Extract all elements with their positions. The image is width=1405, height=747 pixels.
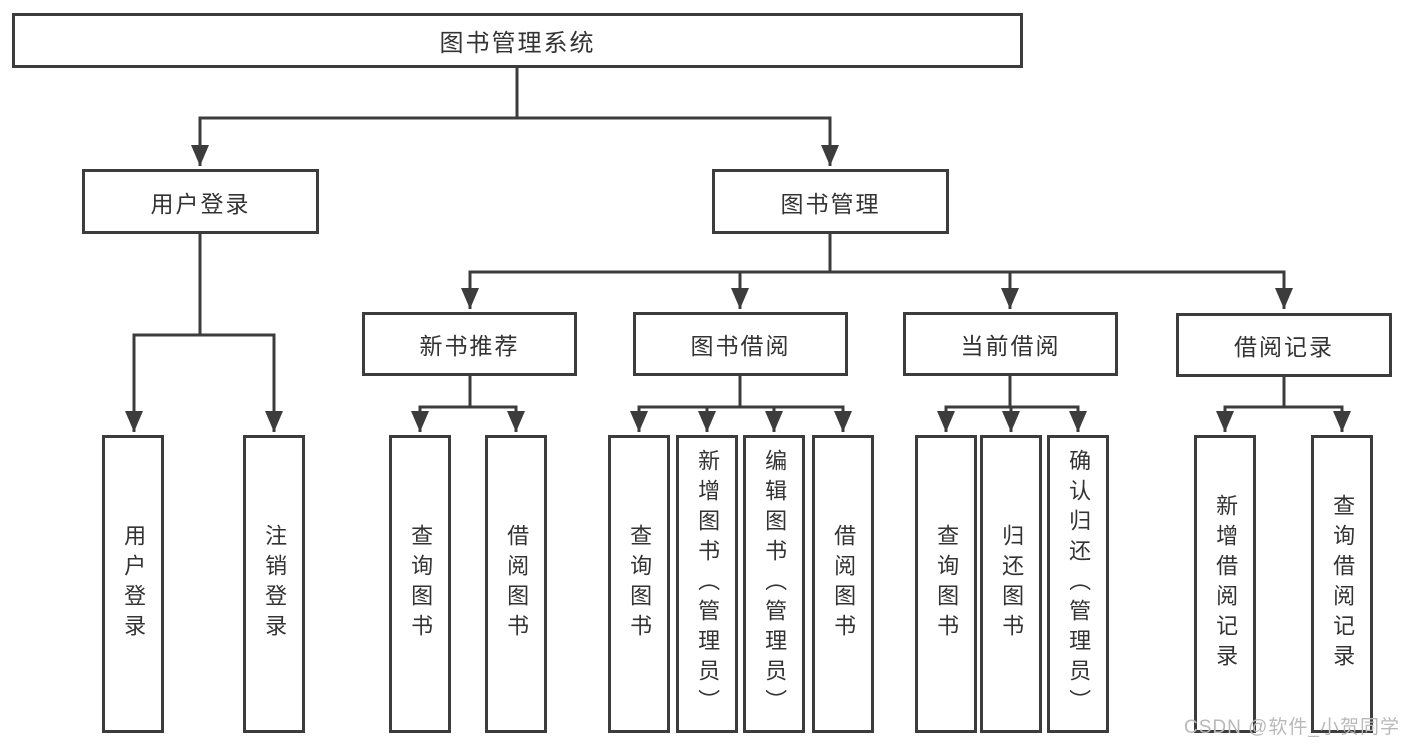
leaf-query-books-current: 查询图书 bbox=[915, 435, 977, 733]
node-borrowing-records: 借阅记录 bbox=[1176, 313, 1392, 377]
node-book-borrowing: 图书借阅 bbox=[633, 312, 848, 376]
leaf-add-borrow-record-label: 新增借阅记录 bbox=[1213, 494, 1239, 674]
leaf-query-books-borrowing: 查询图书 bbox=[608, 435, 670, 733]
leaf-query-borrow-record-label: 查询借阅记录 bbox=[1330, 494, 1356, 674]
leaf-return-book-label: 归还图书 bbox=[999, 524, 1025, 644]
leaf-logout: 注销登录 bbox=[243, 435, 305, 733]
leaf-query-books-current-label: 查询图书 bbox=[934, 524, 960, 644]
leaf-query-borrow-record: 查询借阅记录 bbox=[1311, 435, 1373, 733]
csdn-watermark: CSDN @软件_小贺同学 bbox=[1184, 717, 1400, 738]
leaf-add-borrow-record: 新增借阅记录 bbox=[1194, 435, 1256, 733]
node-user-login-label: 用户登录 bbox=[150, 190, 251, 217]
node-root-label: 图书管理系统 bbox=[439, 30, 596, 57]
node-book-management-label: 图书管理 bbox=[780, 190, 881, 217]
leaf-borrow-books-label: 借阅图书 bbox=[831, 524, 857, 644]
leaf-query-books-recommend: 查询图书 bbox=[389, 435, 451, 733]
leaf-borrow-books-recommend: 借阅图书 bbox=[485, 435, 547, 733]
leaf-confirm-return-admin-label: 确认归还（管理员） bbox=[1066, 449, 1092, 719]
node-book-borrowing-label: 图书借阅 bbox=[690, 333, 791, 359]
leaf-add-book-admin-label: 新增图书（管理员） bbox=[695, 449, 721, 719]
node-current-borrowing-label: 当前借阅 bbox=[960, 333, 1061, 359]
node-book-management: 图书管理 bbox=[712, 169, 949, 234]
leaf-borrow-books: 借阅图书 bbox=[812, 435, 874, 733]
leaf-edit-book-admin: 编辑图书（管理员） bbox=[743, 435, 805, 733]
leaf-return-book: 归还图书 bbox=[980, 435, 1042, 733]
leaf-confirm-return-admin: 确认归还（管理员） bbox=[1047, 435, 1109, 733]
node-user-login: 用户登录 bbox=[82, 169, 319, 234]
leaf-query-books-borrowing-label: 查询图书 bbox=[627, 524, 653, 644]
node-new-book-recommend: 新书推荐 bbox=[362, 312, 577, 376]
leaf-borrow-books-recommend-label: 借阅图书 bbox=[504, 524, 530, 644]
leaf-logout-label: 注销登录 bbox=[262, 524, 288, 644]
node-borrowing-records-label: 借阅记录 bbox=[1234, 334, 1334, 360]
leaf-query-books-recommend-label: 查询图书 bbox=[408, 524, 434, 644]
leaf-user-login: 用户登录 bbox=[102, 435, 164, 733]
leaf-edit-book-admin-label: 编辑图书（管理员） bbox=[762, 449, 788, 719]
node-current-borrowing: 当前借阅 bbox=[903, 312, 1118, 376]
leaf-add-book-admin: 新增图书（管理员） bbox=[676, 435, 738, 733]
leaf-user-login-label: 用户登录 bbox=[121, 524, 147, 644]
node-new-book-recommend-label: 新书推荐 bbox=[419, 333, 520, 359]
node-root: 图书管理系统 bbox=[12, 13, 1023, 68]
